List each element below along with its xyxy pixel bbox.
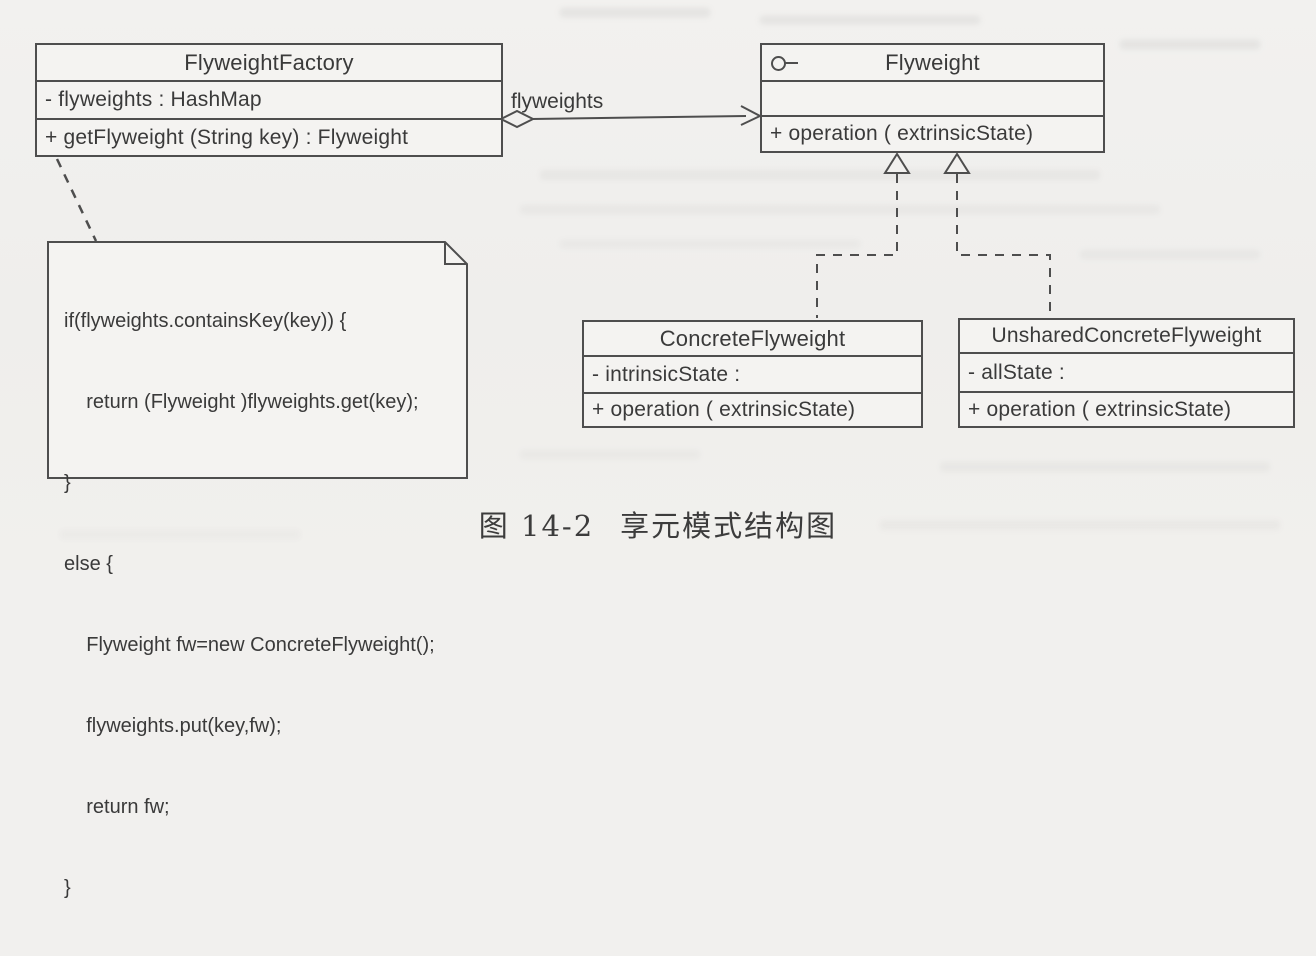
aggregation-diamond-icon	[498, 109, 536, 129]
note-anchor-line	[55, 158, 98, 242]
code-line: return (Flyweight )flyweights.get(key);	[64, 391, 419, 413]
class-attribute: - intrinsicState :	[584, 357, 921, 394]
class-name: UnsharedConcreteFlyweight	[960, 320, 1293, 354]
figure-label: 图 14-2	[478, 509, 595, 543]
code-line: }	[64, 877, 71, 899]
class-method: + operation ( extrinsicState)	[968, 397, 1232, 421]
class-attribute-empty	[762, 82, 1103, 117]
interface-lollipop-icon	[771, 55, 801, 71]
class-attribute: - flyweights : HashMap	[37, 82, 501, 120]
code-line: Flyweight fw=new ConcreteFlyweight();	[64, 634, 435, 656]
association-line	[531, 115, 747, 120]
code-line: else {	[64, 553, 113, 575]
class-method: + getFlyweight (String key) : Flyweight	[45, 125, 409, 149]
class-flyweight-factory: FlyweightFactory - flyweights : HashMap …	[35, 43, 503, 157]
note-dogear-icon	[444, 242, 467, 265]
class-name: FlyweightFactory	[37, 45, 501, 82]
generalization-triangle-icon	[943, 152, 971, 174]
class-name: Flyweight	[762, 45, 1103, 82]
class-concrete-flyweight: ConcreteFlyweight - intrinsicState : + o…	[582, 320, 923, 428]
class-method: + operation ( extrinsicState)	[592, 398, 856, 421]
class-flyweight: Flyweight + operation ( extrinsicState)	[760, 43, 1105, 153]
code-line: flyweights.put(key,fw);	[64, 715, 282, 737]
class-method: + operation ( extrinsicState)	[770, 122, 1034, 145]
generalization-triangle-icon	[883, 152, 911, 174]
code-line: if(flyweights.containsKey(key)) {	[64, 310, 347, 332]
figure-caption: 图 14-2 享元模式结构图	[0, 503, 1316, 545]
code-line: }	[64, 472, 71, 494]
association-label-flyweights: flyweights	[511, 90, 604, 113]
realization-path-concrete	[816, 174, 898, 318]
scanned-page: FlyweightFactory - flyweights : HashMap …	[0, 0, 1316, 899]
class-name: ConcreteFlyweight	[584, 322, 921, 357]
note-code-block: if(flyweights.containsKey(key)) { return…	[64, 254, 456, 956]
code-line: return fw;	[64, 796, 170, 818]
realization-path-unshared	[956, 174, 1051, 316]
class-name-label: Flyweight	[885, 49, 980, 75]
class-attribute: - allState :	[960, 354, 1293, 393]
note-outline	[47, 241, 468, 479]
class-unshared-concrete-flyweight: UnsharedConcreteFlyweight - allState : +…	[958, 318, 1295, 428]
diagram-connectors	[47, 105, 1051, 479]
figure-title: 享元模式结构图	[620, 509, 838, 543]
